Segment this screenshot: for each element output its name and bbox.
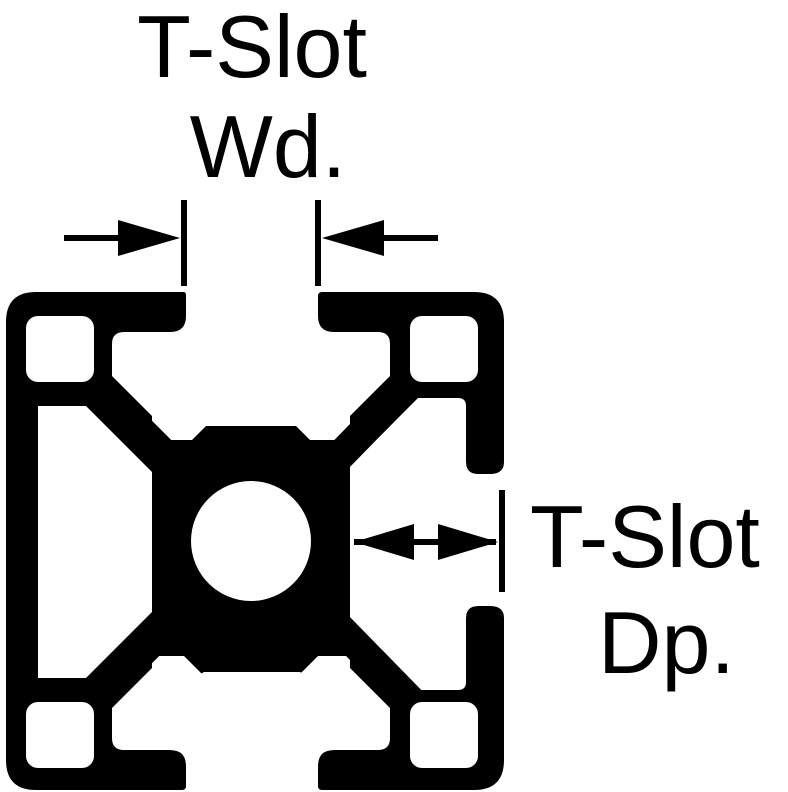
slot-width-label-line2: Wd. xyxy=(190,97,346,196)
slot-depth-dimension: T-Slot Dp. xyxy=(354,487,760,692)
width-arrow-left xyxy=(118,220,180,256)
width-arrow-right xyxy=(322,220,384,256)
corner-core-top-left xyxy=(26,316,94,382)
slot-width-label-line1: T-Slot xyxy=(137,0,367,96)
depth-arrow-left xyxy=(354,524,414,560)
top-slot-cavity xyxy=(126,316,376,412)
left-slot-cavity xyxy=(38,406,152,678)
bottom-slot-cavity xyxy=(126,672,376,766)
center-bore xyxy=(191,481,311,601)
slot-depth-label-line1: T-Slot xyxy=(530,487,760,586)
depth-arrow-right xyxy=(438,524,498,560)
corner-core-bottom-right xyxy=(410,702,478,768)
corner-core-top-right xyxy=(410,316,478,382)
slot-depth-label-line2: Dp. xyxy=(598,593,735,692)
extrusion-profile xyxy=(6,292,504,790)
corner-core-bottom-left xyxy=(26,702,94,768)
slot-width-dimension: T-Slot Wd. xyxy=(64,0,438,286)
